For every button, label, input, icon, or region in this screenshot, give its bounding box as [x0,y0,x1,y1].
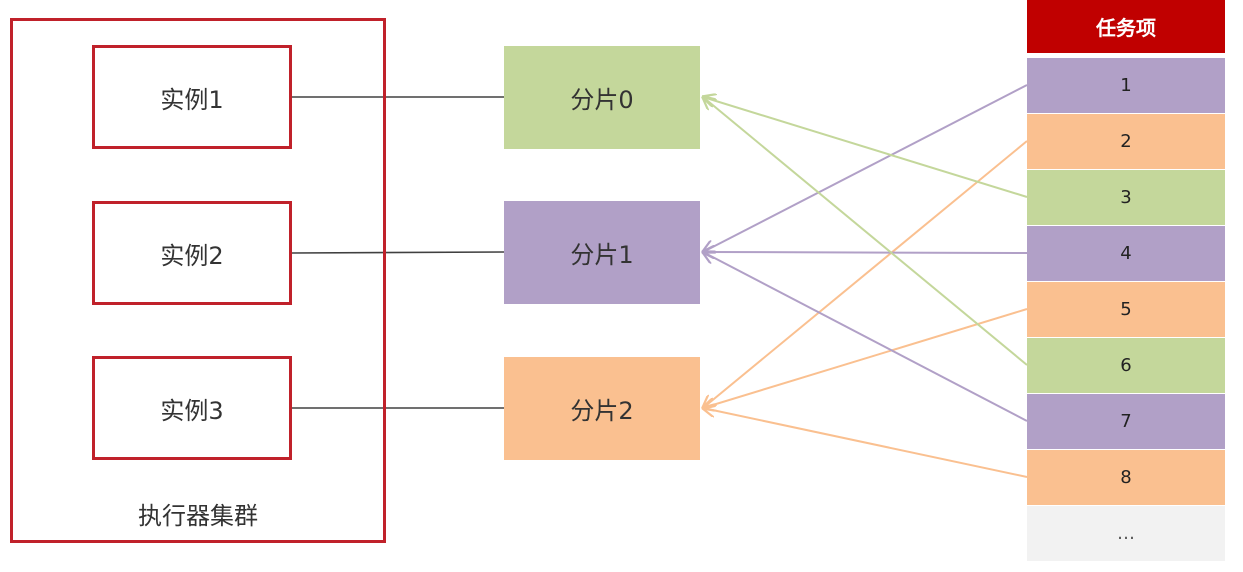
instance-1-label: 实例1 [160,85,224,114]
executor-cluster-box [10,18,386,543]
shard-2-label: 分片2 [570,397,634,425]
task-8-to-shard-2-arrow [703,408,1028,478]
instance-2-box: 实例2 [92,201,292,305]
shard-0-box: 分片0 [504,46,700,149]
shard-1-label: 分片1 [570,241,634,269]
shard-2-box: 分片2 [504,357,700,460]
task-item-5: 5 [1027,282,1225,337]
task-item-3: 3 [1027,170,1225,225]
instance-3-label: 实例3 [160,396,224,425]
shard-1-box: 分片1 [504,201,700,304]
instance-3-box: 实例3 [92,356,292,460]
task-6-to-shard-0-arrow [703,97,1028,366]
instance-2-to-shard-1-line [291,251,505,254]
instance-1-box: 实例1 [92,45,292,149]
task-item-6: 6 [1027,338,1225,393]
task-item-more: … [1027,506,1225,561]
task-item-8: 8 [1027,450,1225,505]
task-items-header: 任务项 [1027,0,1225,53]
task-1-to-shard-1-arrow [703,84,1028,252]
executor-cluster-label: 执行器集群 [138,502,258,530]
task-item-4: 4 [1027,226,1225,281]
instance-2-label: 实例2 [160,241,224,270]
task-7-to-shard-1-arrow [703,252,1028,422]
task-item-2: 2 [1027,114,1225,169]
task-2-to-shard-2-arrow [703,140,1028,408]
task-item-1: 1 [1027,58,1225,113]
task-4-to-shard-1-arrow [703,252,1028,253]
task-5-to-shard-2-arrow [703,308,1028,408]
task-item-7: 7 [1027,394,1225,449]
shard-0-label: 分片0 [570,86,634,114]
task-3-to-shard-0-arrow [703,97,1028,198]
